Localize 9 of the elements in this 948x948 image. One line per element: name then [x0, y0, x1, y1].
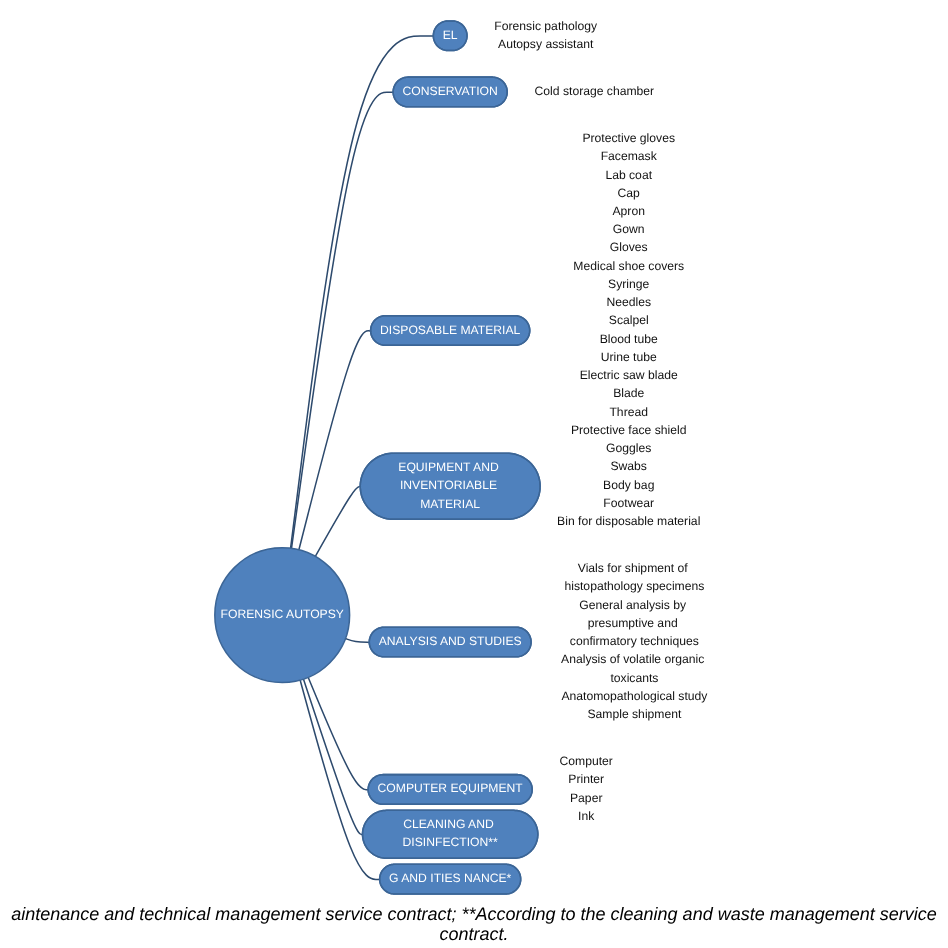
- connector: [344, 637, 371, 644]
- connector: [289, 35, 435, 549]
- connector: [307, 676, 370, 791]
- connector: [302, 678, 364, 836]
- connector: [298, 330, 372, 551]
- connector: [290, 91, 395, 550]
- connector: [314, 485, 362, 558]
- caption: aintenance and technical management service contract; **According to the cleaning and waste management service contract.: [9, 902, 939, 948]
- connector: [299, 679, 381, 881]
